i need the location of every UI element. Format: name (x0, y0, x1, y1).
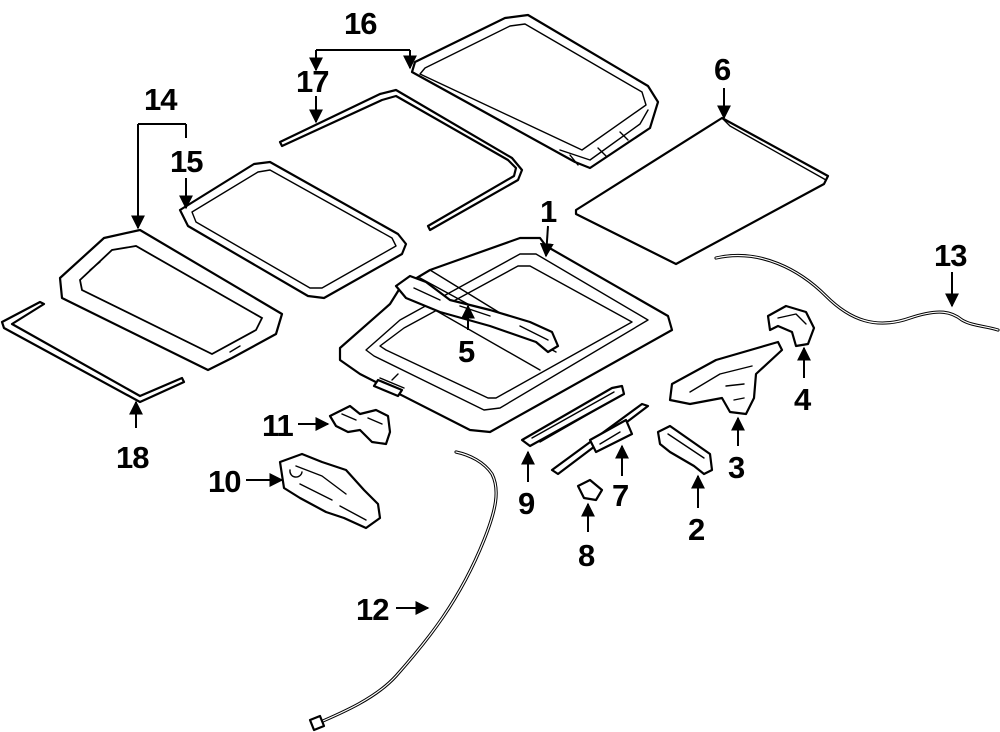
callout-13: 13 (934, 238, 967, 273)
callout-2: 2 (688, 512, 704, 547)
callout-14: 14 (144, 82, 178, 117)
drain-hose-part (714, 253, 1000, 332)
drive-cable-part (308, 450, 498, 732)
callout-8: 8 (578, 538, 595, 573)
drain-rail-part (520, 384, 626, 448)
glass-frame-part (58, 228, 284, 372)
callout-18: 18 (116, 440, 149, 475)
callout-11: 11 (262, 408, 294, 443)
guide-bracket-part (656, 424, 714, 476)
callout-6: 6 (714, 52, 731, 87)
callout-labels: 16 17 14 15 6 1 13 5 4 11 18 3 10 9 7 2 … (116, 6, 968, 627)
callout-7: 7 (612, 478, 628, 513)
leader-1 (539, 225, 554, 258)
glass-panel-part (410, 13, 660, 170)
callout-9: 9 (518, 486, 535, 521)
bracket-part (766, 304, 816, 348)
sunroof-frame-part (338, 236, 674, 434)
callout-15: 15 (170, 144, 203, 179)
callout-1: 1 (540, 194, 557, 229)
deflector-strip-part (0, 300, 186, 404)
callout-4: 4 (794, 382, 812, 417)
callout-10: 10 (208, 464, 240, 499)
glass-weatherstrip-part (278, 88, 524, 232)
leader-lines (129, 49, 959, 615)
motor-mount-part (668, 340, 784, 416)
callout-12: 12 (356, 592, 388, 627)
switch-part (328, 404, 392, 446)
callout-3: 3 (728, 450, 745, 485)
guide-rail-part (550, 402, 650, 476)
callout-17: 17 (296, 64, 328, 99)
glass-seal-part (178, 160, 408, 300)
callout-5: 5 (458, 334, 475, 369)
callout-16: 16 (344, 6, 377, 41)
clip-part (576, 478, 604, 502)
motor-part (278, 452, 382, 530)
cross-bar-part (394, 274, 560, 354)
